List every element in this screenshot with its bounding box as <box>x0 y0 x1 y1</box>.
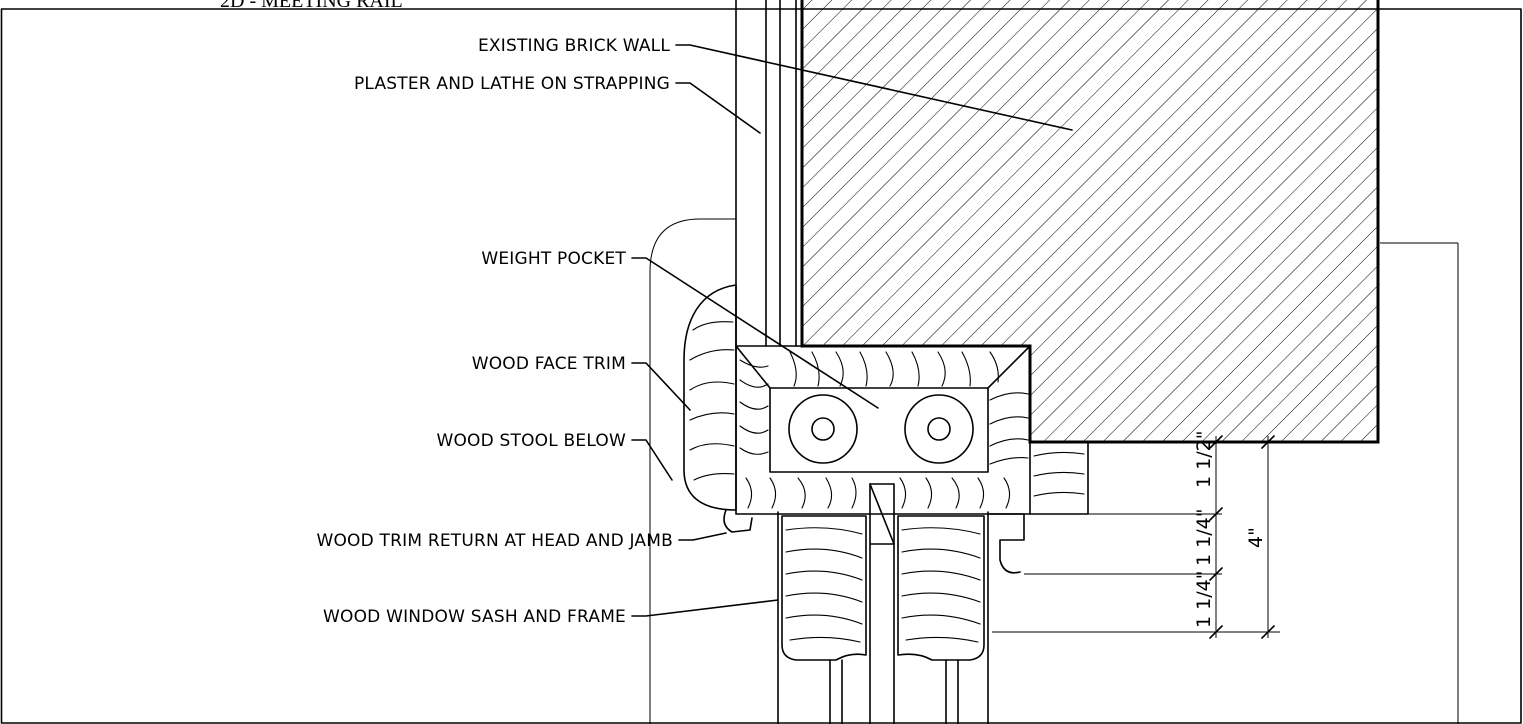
frame-lines <box>777 511 989 724</box>
dimension-extensions <box>992 435 1280 639</box>
dimension-2: 1 1/4" <box>1193 509 1215 566</box>
label-trim-return: WOOD TRIM RETURN AT HEAD AND JAMB <box>316 531 673 551</box>
brick-wall <box>800 0 1380 444</box>
leader-lines <box>631 44 1073 617</box>
dimension-total: 4" <box>1245 527 1267 548</box>
stool-outline <box>649 218 1459 724</box>
label-face-trim: WOOD FACE TRIM <box>472 354 626 374</box>
label-sash-frame: WOOD WINDOW SASH AND FRAME <box>323 607 626 627</box>
label-weight-pocket: WEIGHT POCKET <box>481 249 626 269</box>
detail-title: 2D - MEETING RAIL <box>220 0 403 12</box>
window-sash-right <box>893 515 985 724</box>
drawing-frame <box>0 8 1522 724</box>
window-sash-left <box>781 515 871 724</box>
label-brick-wall: EXISTING BRICK WALL <box>478 36 670 56</box>
dimension-1: 1 1/2" <box>1193 431 1215 488</box>
label-stool: WOOD STOOL BELOW <box>436 431 626 451</box>
label-plaster: PLASTER AND LATHE ON STRAPPING <box>354 74 670 94</box>
dimension-3: 1 1/4" <box>1193 571 1215 628</box>
jamb-stop <box>989 441 1200 574</box>
weight-pocket <box>735 345 1031 515</box>
wood-face-trim <box>683 284 753 533</box>
plaster-lathe <box>735 0 797 347</box>
